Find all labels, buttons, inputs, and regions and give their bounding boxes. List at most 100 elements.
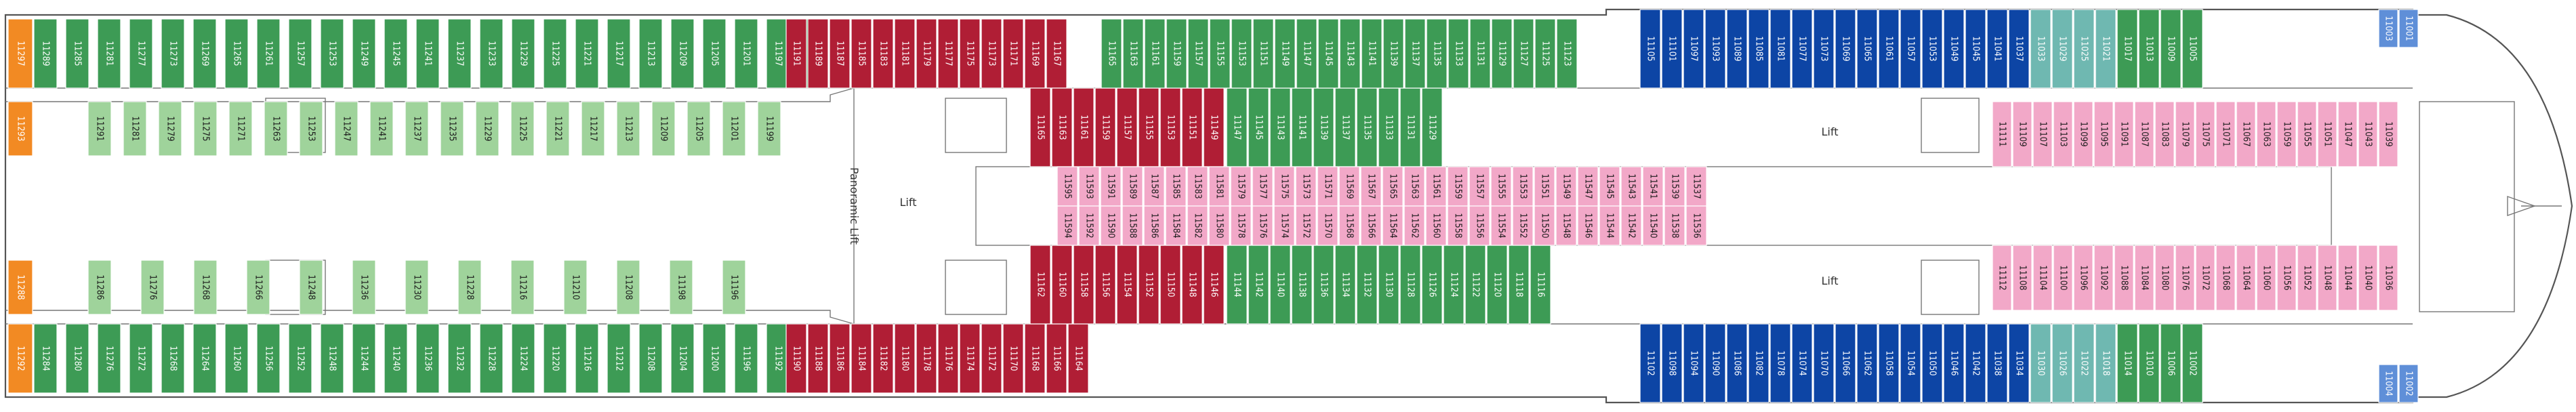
cabin-rect[interactable] bbox=[1296, 18, 1317, 89]
cabin-11069[interactable]: 11069 bbox=[1835, 9, 1856, 89]
cabin-11070[interactable]: 11070 bbox=[1813, 323, 1835, 403]
cabin-rect[interactable] bbox=[543, 18, 567, 89]
cabin-11241[interactable]: 11241 bbox=[369, 101, 394, 157]
cabin-rect[interactable] bbox=[1122, 205, 1143, 246]
cabin-11199[interactable]: 11199 bbox=[757, 101, 781, 157]
cabin-rect[interactable] bbox=[1295, 205, 1317, 246]
cabin-11228[interactable]: 11228 bbox=[457, 260, 482, 315]
cabin-rect[interactable] bbox=[2358, 101, 2378, 167]
cabin-11188[interactable]: 11188 bbox=[807, 323, 829, 394]
cabin-11209[interactable]: 11209 bbox=[651, 101, 676, 157]
cabin-rect[interactable] bbox=[1791, 9, 1813, 89]
cabin-11573[interactable]: 11573 bbox=[1295, 166, 1317, 207]
cabin-11549[interactable]: 11549 bbox=[1555, 166, 1577, 207]
cabin-11253[interactable]: 11253 bbox=[299, 101, 323, 157]
cabin-11108[interactable]: 11108 bbox=[2012, 245, 2032, 311]
cabin-11083[interactable]: 11083 bbox=[2154, 101, 2175, 167]
cabin-rect[interactable] bbox=[2215, 101, 2236, 167]
cabin-rect[interactable] bbox=[1187, 18, 1209, 89]
cabin-11040[interactable]: 11040 bbox=[2358, 245, 2378, 311]
cabin-rect[interactable] bbox=[1965, 323, 1986, 403]
cabin-rect[interactable] bbox=[161, 323, 185, 394]
cabin-rect[interactable] bbox=[479, 323, 504, 394]
cabin-rect[interactable] bbox=[2117, 323, 2138, 403]
cabin-11147[interactable]: 11147 bbox=[1296, 18, 1317, 89]
cabin-11279[interactable]: 11279 bbox=[158, 101, 182, 157]
cabin-rect[interactable] bbox=[161, 18, 185, 89]
cabin-11284[interactable]: 11284 bbox=[33, 323, 58, 394]
cabin-rect[interactable] bbox=[415, 323, 440, 394]
cabin-rect[interactable] bbox=[785, 18, 807, 89]
cabin-11060[interactable]: 11060 bbox=[2256, 245, 2276, 311]
cabin-rect[interactable] bbox=[2154, 101, 2175, 167]
cabin-rect[interactable] bbox=[1664, 166, 1685, 207]
cabin-11272[interactable]: 11272 bbox=[129, 323, 153, 394]
cabin-11094[interactable]: 11094 bbox=[1683, 323, 1704, 403]
cabin-rect[interactable] bbox=[256, 18, 281, 89]
cabin-rect[interactable] bbox=[2053, 245, 2073, 311]
cabin-11285[interactable]: 11285 bbox=[65, 18, 89, 89]
cabin-11544[interactable]: 11544 bbox=[1599, 205, 1620, 246]
cabin-11029[interactable]: 11029 bbox=[2051, 9, 2073, 89]
cabin-rect[interactable] bbox=[1051, 245, 1073, 325]
cabin-rect[interactable] bbox=[1490, 166, 1512, 207]
cabin-rect[interactable] bbox=[1382, 205, 1404, 246]
cabin-rect[interactable] bbox=[1404, 205, 1425, 246]
cabin-rect[interactable] bbox=[1900, 323, 1921, 403]
cabin-rect[interactable] bbox=[2175, 101, 2195, 167]
cabin-rect[interactable] bbox=[65, 323, 89, 394]
cabin-rect[interactable] bbox=[2114, 101, 2134, 167]
cabin-11058[interactable]: 11058 bbox=[1878, 323, 1900, 403]
cabin-11180[interactable]: 11180 bbox=[894, 323, 916, 394]
cabin-rect[interactable] bbox=[1143, 166, 1165, 207]
cabin-11537[interactable]: 11537 bbox=[1685, 166, 1707, 207]
cabin-rect[interactable] bbox=[1101, 18, 1122, 89]
cabin-11140[interactable]: 11140 bbox=[1269, 245, 1291, 325]
cabin-11196[interactable]: 11196 bbox=[722, 260, 746, 315]
cabin-11134[interactable]: 11134 bbox=[1334, 245, 1356, 325]
cabin-11162[interactable]: 11162 bbox=[1029, 245, 1051, 325]
cabin-11280[interactable]: 11280 bbox=[65, 323, 89, 394]
cabin-rect[interactable] bbox=[510, 260, 535, 315]
cabin-11136[interactable]: 11136 bbox=[1313, 245, 1334, 325]
cabin-rect[interactable] bbox=[1203, 245, 1225, 325]
cabin-rect[interactable] bbox=[129, 18, 153, 89]
cabin-11184[interactable]: 11184 bbox=[851, 323, 872, 394]
cabin-11576[interactable]: 11576 bbox=[1252, 205, 1273, 246]
cabin-11197[interactable]: 11197 bbox=[766, 18, 790, 89]
cabin-11072[interactable]: 11072 bbox=[2195, 245, 2215, 311]
cabin-rect[interactable] bbox=[1295, 166, 1317, 207]
cabin-rect[interactable] bbox=[1835, 323, 1856, 403]
cabin-rect[interactable] bbox=[1002, 18, 1024, 89]
cabin-rect[interactable] bbox=[2051, 323, 2073, 403]
cabin-rect[interactable] bbox=[1421, 87, 1443, 167]
cabin-11253[interactable]: 11253 bbox=[320, 18, 344, 89]
cabin-rect[interactable] bbox=[1181, 245, 1203, 325]
cabin-11104[interactable]: 11104 bbox=[2032, 245, 2053, 311]
cabin-11088[interactable]: 11088 bbox=[2114, 245, 2134, 311]
cabin-rect[interactable] bbox=[2160, 9, 2182, 89]
cabin-rect[interactable] bbox=[1024, 323, 1046, 394]
cabin-11247[interactable]: 11247 bbox=[334, 101, 359, 157]
cabin-11137[interactable]: 11137 bbox=[1334, 87, 1356, 167]
cabin-rect[interactable] bbox=[1273, 205, 1295, 246]
cabin-rect[interactable] bbox=[192, 18, 217, 89]
cabin-11170[interactable]: 11170 bbox=[1002, 323, 1024, 394]
cabin-rect[interactable] bbox=[1943, 9, 1965, 89]
cabin-11148[interactable]: 11148 bbox=[1181, 245, 1203, 325]
cabin-11166[interactable]: 11166 bbox=[1046, 323, 1067, 394]
cabin-11160[interactable]: 11160 bbox=[1051, 245, 1073, 325]
cabin-11144[interactable]: 11144 bbox=[1226, 245, 1248, 325]
cabin-rect[interactable] bbox=[1512, 205, 1534, 246]
cabin-rect[interactable] bbox=[543, 323, 567, 394]
cabin-11190[interactable]: 11190 bbox=[785, 323, 807, 394]
cabin-11567[interactable]: 11567 bbox=[1360, 166, 1382, 207]
cabin-11220[interactable]: 11220 bbox=[543, 323, 567, 394]
cabin-rect[interactable] bbox=[384, 18, 408, 89]
cabin-11217[interactable]: 11217 bbox=[607, 18, 631, 89]
cabin-11557[interactable]: 11557 bbox=[1469, 166, 1490, 207]
cabin-rect[interactable] bbox=[1138, 87, 1160, 167]
cabin-11009[interactable]: 11009 bbox=[2160, 9, 2182, 89]
cabin-rect[interactable] bbox=[1073, 87, 1095, 167]
cabin-rect[interactable] bbox=[722, 101, 746, 157]
